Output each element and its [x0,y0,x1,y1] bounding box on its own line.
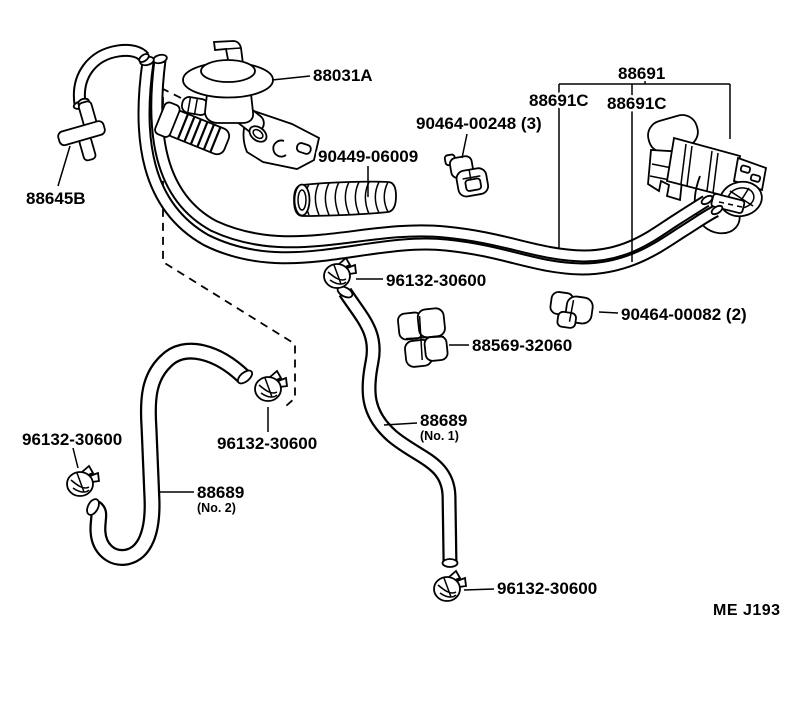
clip-a [443,153,490,198]
label-egr-valve: 88031A [313,66,373,85]
label-connector: 88645B [26,189,86,208]
clamp-left [66,464,101,497]
vsv-hoses-bundle [137,53,724,276]
label-hose2-note: (No. 2) [197,501,236,515]
label-clip-a: 90464-00248 (3) [416,114,542,133]
clamp-top [323,256,358,289]
clip-b [549,291,594,329]
three-way-connector [57,97,106,162]
install-guide-dashed-line [162,87,296,407]
label-hose2: 88689 [197,483,244,502]
label-clamp-top: 96132-30600 [386,271,486,290]
label-hose1: 88689 [420,411,467,430]
clamp-mid [254,369,289,402]
label-clamp-bottom: 96132-30600 [497,579,597,598]
label-hose1-note: (No. 1) [420,429,459,443]
hose-no1 [336,285,459,568]
clip-c [397,307,449,368]
label-clamp-left: 96132-30600 [22,430,122,449]
leader-lines [57,75,731,591]
label-vsv-assembly: 88691 [618,64,665,83]
clamp-bottom [433,569,468,602]
vsv-valve [647,114,768,235]
drawing-code: ME J193 [713,602,781,619]
hose-no2 [86,342,254,566]
egr-vacuum-valve [154,40,321,170]
label-clip-b: 90464-00082 (2) [621,305,747,324]
label-vsv-hose-right: 88691C [607,94,667,113]
protector-tube [293,180,397,217]
label-clip-c: 88569-32060 [472,336,572,355]
label-vsv-hose-left: 88691C [529,91,589,110]
label-protector-tube: 90449-06009 [318,147,418,166]
label-clamp-mid: 96132-30600 [217,434,317,453]
